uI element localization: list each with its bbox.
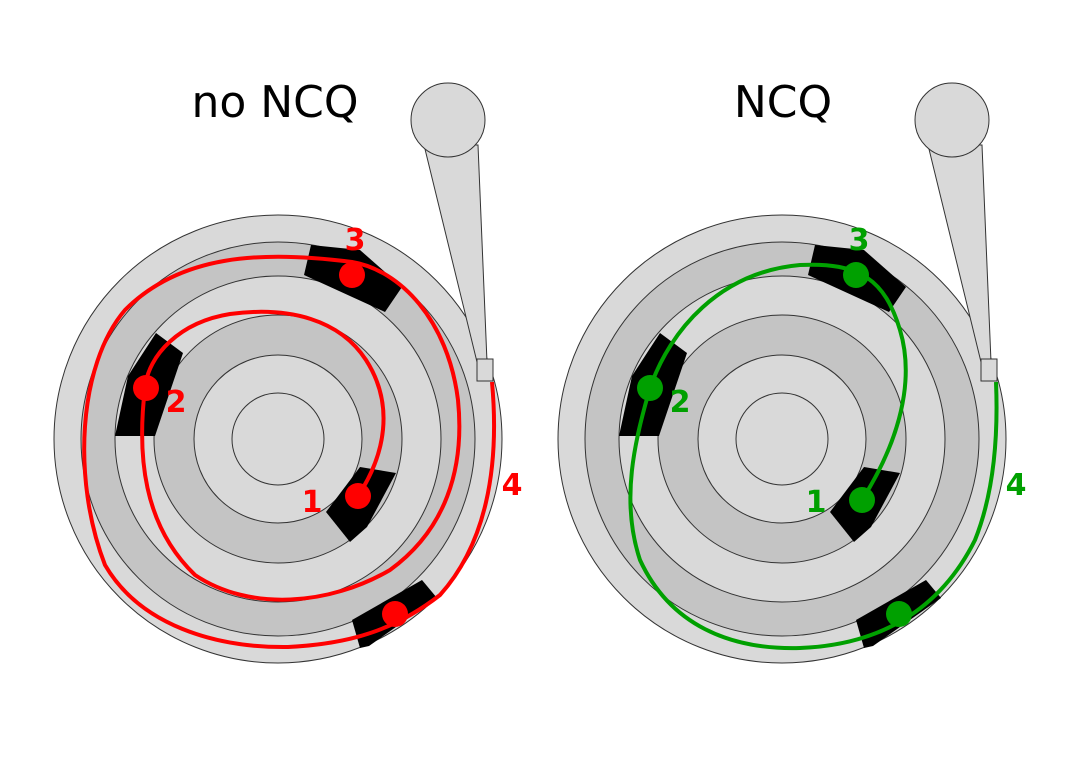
- request-points: [133, 262, 408, 627]
- request-point-3: [339, 262, 365, 288]
- disk-platter: [53, 214, 503, 664]
- actuator-arm: [410, 82, 494, 382]
- request-label-2: 2: [670, 385, 691, 420]
- request-label-4: 4: [1006, 468, 1027, 503]
- request-label-2: 2: [166, 385, 187, 420]
- panel-no-ncq: no NCQ 1 2 3 4: [53, 77, 523, 664]
- request-point-2: [637, 375, 663, 401]
- panel-title-ncq: NCQ: [734, 77, 832, 128]
- panel-ncq: NCQ 1 2 3 4: [557, 77, 1027, 664]
- access-path-no-ncq: [82, 254, 497, 650]
- request-point-2: [133, 375, 159, 401]
- request-point-3: [843, 262, 869, 288]
- request-point-1: [849, 487, 875, 513]
- access-path-ncq: [628, 262, 999, 651]
- request-label-1: 1: [806, 485, 827, 520]
- request-label-1: 1: [302, 485, 323, 520]
- request-label-3: 3: [345, 223, 366, 258]
- actuator-arm: [914, 82, 998, 382]
- panel-title-no-ncq: no NCQ: [191, 77, 358, 128]
- disk-platter: [557, 214, 1007, 664]
- request-label-4: 4: [502, 468, 523, 503]
- request-point-4: [382, 601, 408, 627]
- request-points: [637, 262, 912, 627]
- request-point-1: [345, 483, 371, 509]
- request-point-4: [886, 601, 912, 627]
- request-label-3: 3: [849, 223, 870, 258]
